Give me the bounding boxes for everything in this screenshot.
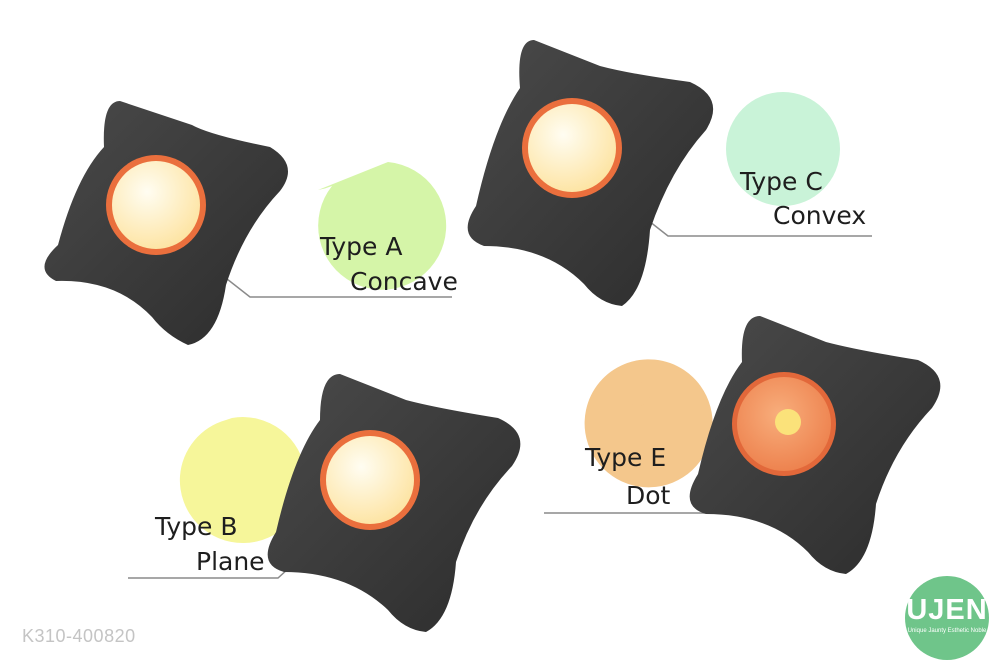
type-b-finish-label: Plane — [196, 547, 265, 576]
type-a-label: Type A — [320, 232, 403, 261]
type-c-label: Type C — [740, 167, 823, 196]
badge-type-a — [318, 162, 447, 290]
type-e-finish-label: Dot — [626, 481, 671, 510]
type-c-finish-label: Convex — [773, 201, 867, 230]
knob-type-c — [467, 40, 714, 306]
type-a-finish-label: Concave — [350, 267, 458, 296]
brand-wordmark: UJEN — [906, 594, 988, 626]
badge-type-b — [179, 417, 306, 544]
type-b-label: Type B — [155, 512, 238, 541]
product-code: K310-400820 — [22, 626, 136, 646]
knob-type-e — [689, 316, 941, 574]
brand-tagline: Unique Jaunty Esthetic Noble — [907, 628, 987, 634]
knob-type-b — [267, 374, 521, 632]
badge-type-e — [584, 359, 713, 488]
type-e-label: Type E — [585, 443, 667, 472]
knob-type-a — [44, 101, 288, 345]
badge-type-c — [726, 92, 840, 206]
brand-logo: UJEN Unique Jaunty Esthetic Noble — [905, 576, 989, 660]
